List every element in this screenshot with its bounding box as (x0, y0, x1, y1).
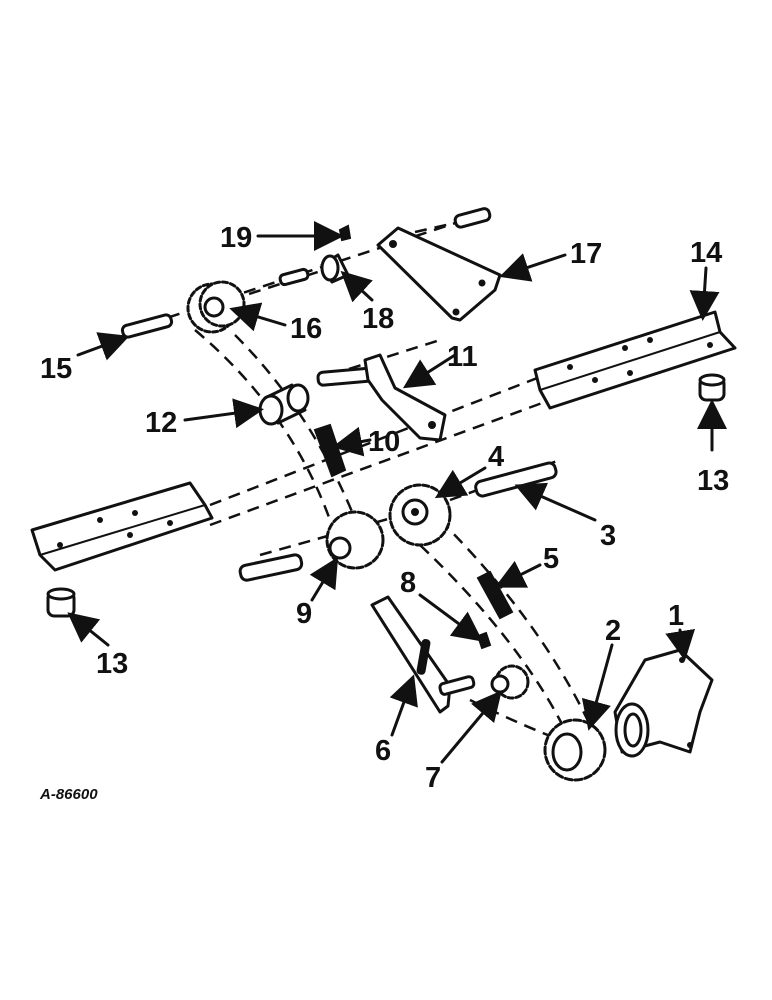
part-4-sprocket (388, 483, 452, 547)
leader-lines (67, 221, 727, 764)
part-6-plate (370, 595, 476, 714)
callout-16: 16 (290, 313, 322, 345)
part-15-pin (120, 313, 174, 339)
callout-11: 11 (447, 341, 478, 373)
part-2-sprocket (543, 718, 607, 782)
part-9-sprocket (238, 510, 385, 582)
callout-8: 8 (400, 567, 416, 599)
callout-5: 5 (543, 543, 559, 575)
part-11-bracket (316, 353, 447, 442)
part-8-key (476, 631, 492, 650)
part-17-bracket (376, 207, 502, 322)
left-angle-bracket (30, 481, 214, 572)
callout-3: 3 (600, 520, 616, 552)
part-12-spacer (258, 383, 310, 426)
part-7-sprocket (490, 664, 530, 700)
part-14-angle-bracket (533, 310, 737, 410)
part-19-key (338, 224, 352, 242)
part-5-link (476, 570, 514, 620)
callout-15: 15 (40, 353, 72, 385)
part-1-housing (613, 648, 714, 758)
callout-13-right: 13 (697, 465, 729, 497)
callout-13-left: 13 (96, 648, 128, 680)
part-10-link (313, 423, 347, 478)
part-16-double-sprocket (186, 280, 246, 334)
part-18-collar (278, 253, 350, 287)
callout-18: 18 (362, 303, 394, 335)
part-13-bushing-left (46, 587, 76, 618)
part-3-shaft (474, 461, 558, 498)
callout-12: 12 (145, 407, 177, 439)
callout-7: 7 (425, 762, 441, 794)
callout-17: 17 (570, 238, 602, 270)
callout-2: 2 (605, 615, 621, 647)
part-13-bushing-right (698, 373, 726, 402)
drawing-code: A-86600 (39, 786, 98, 803)
callout-9: 9 (296, 598, 312, 630)
callout-4: 4 (488, 441, 504, 473)
callout-1: 1 (668, 600, 684, 632)
callout-14: 14 (690, 237, 722, 269)
callout-19: 19 (220, 222, 252, 254)
callout-6: 6 (375, 735, 391, 767)
callout-labels: 1 2 3 4 5 6 7 8 9 10 11 12 13 13 14 15 1… (40, 222, 729, 794)
callout-10: 10 (368, 426, 400, 458)
